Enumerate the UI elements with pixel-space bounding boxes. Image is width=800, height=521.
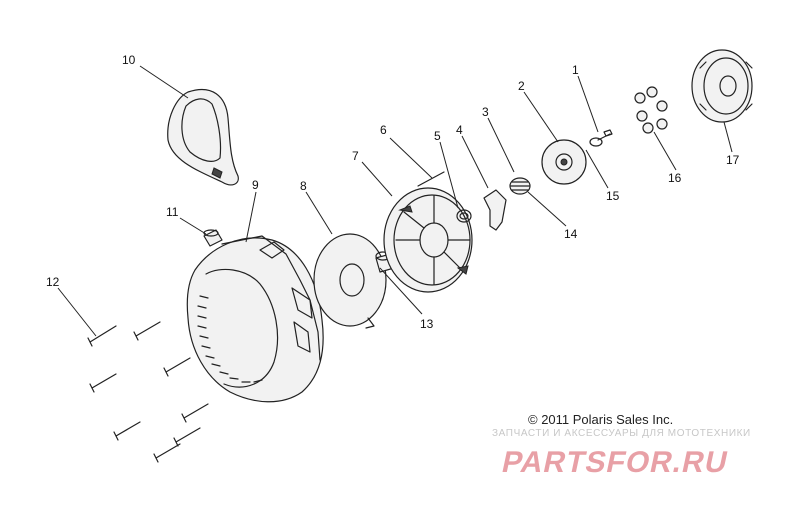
partsfor-logo: PARTSFOR.RU — [499, 446, 731, 479]
callout-14: 14 — [564, 227, 578, 241]
spring-plate — [313, 233, 387, 329]
callout-numbers: 1 2 3 4 5 6 7 8 9 10 11 12 13 14 15 16 1… — [46, 53, 740, 331]
mounting-bolts — [87, 321, 209, 463]
callout-13: 13 — [420, 317, 434, 331]
callout-15: 15 — [606, 189, 620, 203]
callout-5: 5 — [434, 129, 441, 143]
callout-6: 6 — [380, 123, 387, 137]
callout-8: 8 — [300, 179, 307, 193]
callout-11: 11 — [166, 205, 179, 219]
starter-pulley — [383, 187, 473, 293]
ratchet-pawl — [483, 189, 507, 231]
copyright-notice: © 2011 Polaris Sales Inc. — [528, 412, 674, 427]
small-spring — [456, 209, 472, 223]
callout-4: 4 — [456, 123, 463, 137]
callout-7: 7 — [352, 149, 359, 163]
callout-2: 2 — [518, 79, 525, 93]
svg-text:PARTSFOR.RU: PARTSFOR.RU — [499, 446, 731, 479]
nuts — [634, 86, 668, 134]
friction-spring — [509, 177, 531, 195]
starter-rope — [417, 171, 445, 187]
starter-housing — [186, 235, 324, 403]
leader-lines — [57, 65, 733, 337]
callout-16: 16 — [668, 171, 682, 185]
callout-12: 12 — [46, 275, 60, 289]
callout-17: 17 — [726, 153, 740, 167]
callout-10: 10 — [122, 53, 136, 67]
center-bolt — [589, 129, 613, 147]
callout-3: 3 — [482, 105, 489, 119]
watermark-tagline: ЗАПЧАСТИ И АКСЕССУАРЫ ДЛЯ МОТОТЕХНИКИ — [492, 428, 751, 439]
callout-9: 9 — [252, 178, 259, 192]
friction-plate — [541, 139, 587, 185]
starter-cup — [691, 49, 753, 123]
callout-1: 1 — [572, 63, 579, 77]
plug-part — [203, 229, 223, 247]
housing-vents — [197, 295, 263, 383]
starter-handle — [167, 88, 239, 186]
